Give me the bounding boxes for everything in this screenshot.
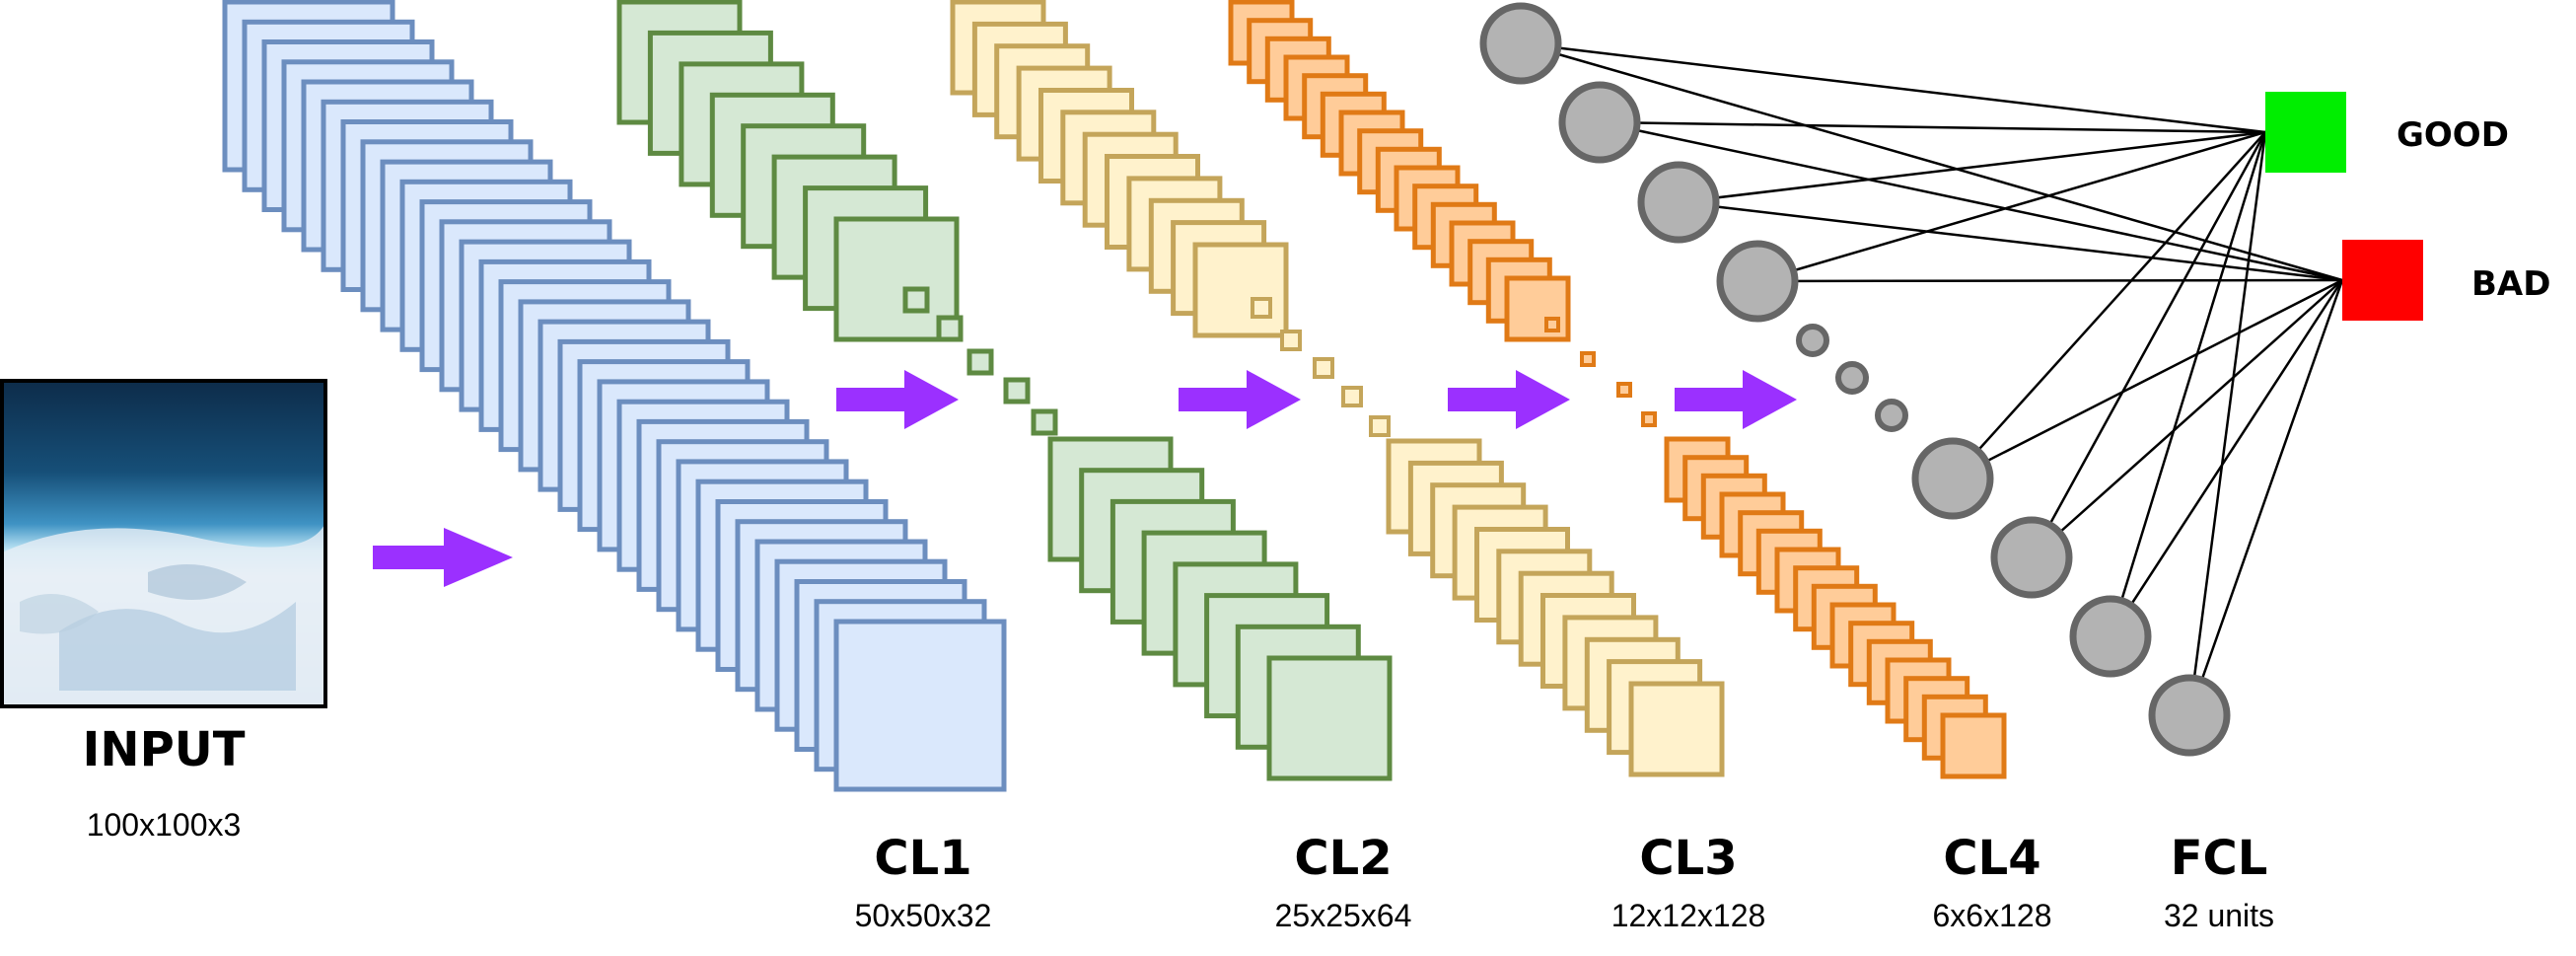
cl1-kernel-square (1003, 377, 1031, 404)
cl2-kernel-square (1369, 415, 1391, 437)
fcl-neuron (1716, 240, 1799, 323)
fcl-title: FCL (2170, 831, 2268, 886)
input-title: INPUT (82, 722, 246, 777)
connection-line (2031, 279, 2343, 558)
cl1-kernel-square (966, 348, 994, 376)
connection-line (2030, 131, 2267, 558)
cl1-kernel-square (936, 315, 964, 342)
connection-line (2109, 279, 2344, 637)
connection-line (1599, 120, 2266, 134)
cl3-stack-bottom-feature-map (1940, 712, 2007, 779)
arrow-cl4-to-fcl (1675, 370, 1797, 429)
cl1-kernel-square (902, 286, 930, 314)
cl1-stack-top (616, 0, 960, 342)
good-output-box (2265, 92, 2346, 173)
cl1-title: CL1 (874, 831, 972, 886)
cl3-kernel-square (1616, 382, 1632, 398)
cl2-title: CL2 (1294, 831, 1393, 886)
fcl-neuron (1558, 81, 1641, 164)
fcl-neuron (2069, 595, 2152, 678)
cl3-shape: 12x12x128 (1610, 898, 1766, 933)
cl2-stack-top-feature-map (1192, 242, 1289, 338)
cl2-kernel-square (1280, 330, 1302, 351)
input-shape: 100x100x3 (86, 807, 242, 843)
connection-line (1756, 130, 2266, 283)
cl1-kernel-square (1031, 408, 1058, 436)
good-label: GOOD (2397, 115, 2509, 155)
cl1-kernel (902, 286, 1058, 436)
fcl-neuron (1637, 161, 1720, 244)
connection-line (1599, 120, 2343, 282)
ellipsis-dot (1796, 324, 1829, 357)
fcl-neuron (1990, 516, 2073, 599)
ellipsis-dot (1835, 361, 1869, 395)
cl2-kernel (1251, 297, 1391, 437)
input-stack-feature-map (833, 619, 1007, 792)
cl2-stack-bottom (1386, 438, 1725, 777)
connection-line (1520, 41, 2266, 134)
arrow-input-to-cl1 (373, 528, 513, 587)
cl3-kernel-square (1544, 317, 1560, 332)
cl3-kernel-square (1641, 411, 1657, 427)
input-stack (222, 0, 1007, 792)
cl2-stack-bottom-feature-map (1628, 681, 1725, 777)
arrow-cl2-to-cl3 (1179, 370, 1301, 429)
connection-line (1520, 41, 2343, 282)
connection-line (1678, 130, 2266, 204)
cl3-kernel-square (1580, 351, 1596, 367)
connection-line (2187, 131, 2267, 716)
input-image (0, 379, 327, 708)
cl2-kernel-square (1251, 297, 1272, 319)
cl3-stack-top (1228, 0, 1571, 342)
cl2-kernel-square (1341, 386, 1363, 407)
fcl-shape: 32 units (2163, 898, 2275, 933)
bad-output-box (2342, 240, 2423, 321)
cl2-kernel-square (1313, 357, 1334, 379)
connection-line (1952, 278, 2343, 480)
cl4-title: CL4 (1943, 831, 2041, 886)
cl4-shape: 6x6x128 (1932, 898, 2052, 933)
fcl-neuron (1479, 2, 1562, 85)
connection-line (2109, 131, 2267, 637)
fcl-neuron (2148, 674, 2231, 757)
cl1-stack-bottom-feature-map (1266, 655, 1393, 781)
cl3-kernel (1544, 317, 1657, 427)
connection-line (1952, 131, 2266, 479)
arrow-cl3-to-cl4 (1448, 370, 1570, 429)
cl3-stack-bottom (1664, 436, 2007, 779)
cl2-stack-top (950, 0, 1289, 338)
connection-line (1756, 278, 2343, 283)
cl1-shape: 50x50x32 (854, 898, 992, 933)
cl3-title: CL3 (1639, 831, 1738, 886)
cl2-shape: 25x25x64 (1274, 898, 1412, 933)
cl1-stack-bottom (1047, 436, 1393, 781)
fcl-neuron (1911, 437, 1994, 520)
connection-line (1678, 200, 2343, 282)
bad-label: BAD (2471, 264, 2551, 304)
connection-line (2187, 279, 2344, 716)
arrow-cl1-to-cl2 (836, 370, 959, 429)
ellipsis-dot (1875, 399, 1908, 432)
